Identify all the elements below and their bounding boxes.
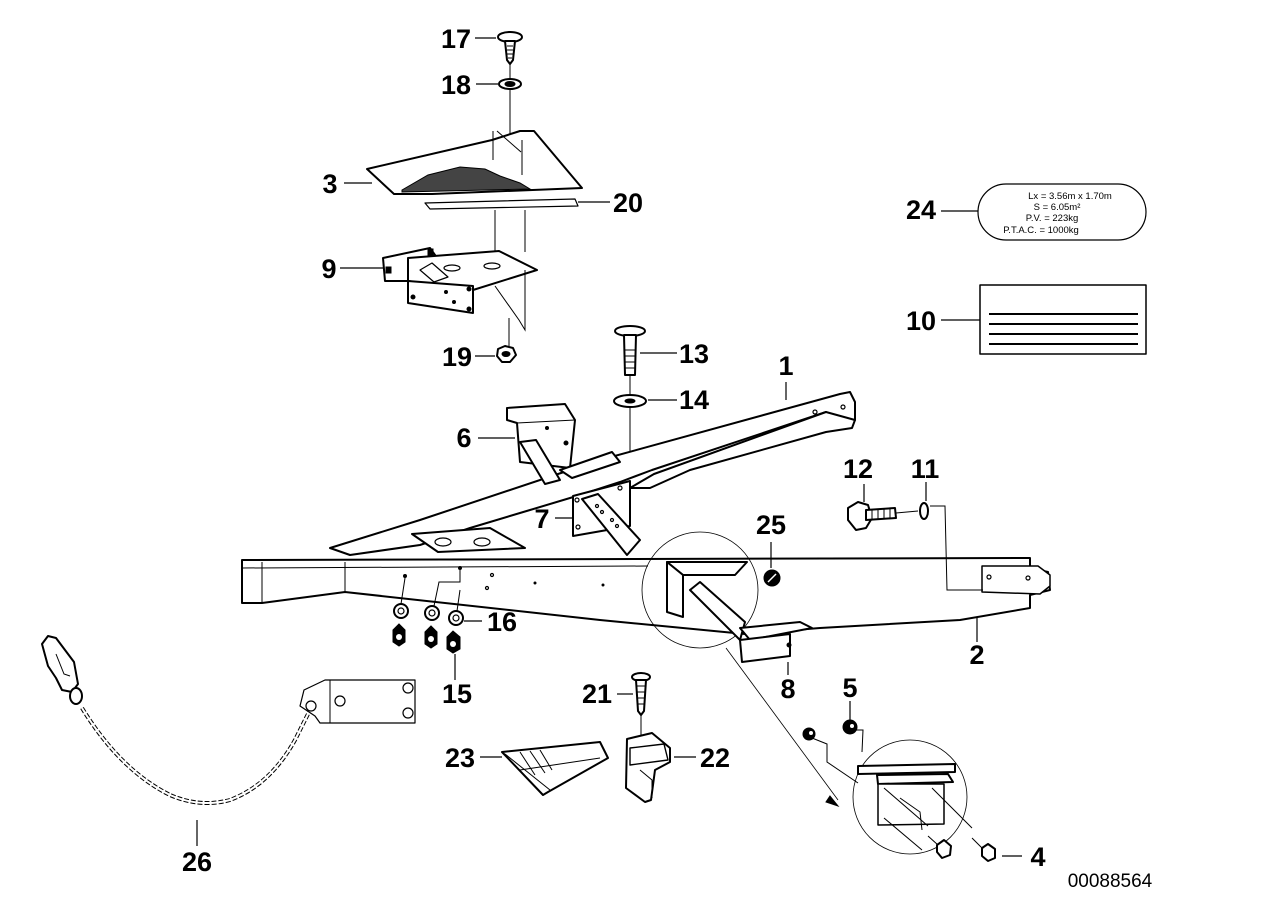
- part-13-bolt[interactable]: [614, 325, 646, 376]
- part-7-bracket[interactable]: [572, 480, 641, 556]
- part-2-frame-beam[interactable]: [241, 557, 1051, 635]
- part-10-label-plate[interactable]: [979, 284, 1147, 355]
- detail-inset: [725, 647, 973, 855]
- callout-19: 19: [442, 342, 472, 372]
- callout-12: 12: [843, 454, 873, 484]
- part-12-hex-bolt[interactable]: [847, 501, 897, 531]
- callout-2: 2: [969, 640, 984, 670]
- callout-15: 15: [442, 679, 472, 709]
- spec-line-4: P.T.A.C. = 1000kg: [1003, 225, 1079, 236]
- callout-16: 16: [487, 607, 517, 637]
- callout-22: 22: [700, 743, 730, 773]
- callout-17: 17: [441, 24, 471, 54]
- part-21-screw[interactable]: [631, 672, 651, 716]
- part-20-strip[interactable]: [424, 198, 579, 210]
- part-26-safety-chain[interactable]: [41, 635, 416, 806]
- document-number: 00088564: [1068, 871, 1153, 892]
- part-5-nuts[interactable]: [802, 719, 858, 741]
- callout-24: 24: [906, 195, 936, 225]
- part-24-spec-plate[interactable]: Lx = 3.56m x 1.70m S = 6.05m² P.V. = 223…: [977, 183, 1147, 241]
- frame-inner-plate: [411, 527, 526, 553]
- callout-5: 5: [842, 673, 857, 703]
- callout-7: 7: [534, 504, 549, 534]
- part-25-grommet[interactable]: [763, 569, 781, 587]
- callout-3: 3: [322, 169, 337, 199]
- part-3-cover-plate[interactable]: [366, 130, 583, 195]
- callout-26: 26: [182, 847, 212, 877]
- part-14-washer[interactable]: [613, 394, 647, 408]
- callout-14: 14: [679, 385, 709, 415]
- leader-lines: [196, 37, 1022, 857]
- part-1-drawbar-rail[interactable]: [329, 391, 856, 556]
- part-6-crossmember[interactable]: [506, 403, 621, 485]
- spec-line-2: S = 6.05m²: [1034, 202, 1081, 213]
- callout-18: 18: [441, 70, 471, 100]
- part-23-wheel-chock[interactable]: [501, 741, 609, 796]
- callout-9: 9: [321, 254, 336, 284]
- callout-6: 6: [456, 423, 471, 453]
- part-18-washer[interactable]: [498, 78, 522, 90]
- callout-4: 4: [1030, 842, 1045, 872]
- callout-1: 1: [778, 351, 793, 381]
- part-4-bolts[interactable]: [927, 835, 996, 862]
- part-11-washer[interactable]: [919, 502, 929, 520]
- part-17-screw[interactable]: [497, 31, 523, 65]
- callout-23: 23: [445, 743, 475, 773]
- part-16-washers[interactable]: [393, 603, 464, 626]
- callout-25: 25: [756, 510, 786, 540]
- rear-bracket-detail: [641, 531, 813, 663]
- callout-20: 20: [613, 188, 643, 218]
- callout-10: 10: [906, 306, 936, 336]
- part-22-holder[interactable]: [625, 732, 671, 803]
- callout-8: 8: [780, 674, 795, 704]
- spec-line-1: Lx = 3.56m x 1.70m: [1028, 191, 1112, 202]
- part-15-bolts[interactable]: [392, 623, 461, 654]
- callout-11: 11: [911, 454, 940, 484]
- part-19-nut[interactable]: [496, 345, 517, 363]
- callout-13: 13: [679, 339, 709, 369]
- callout-21: 21: [582, 679, 612, 709]
- spec-line-3: P.V. = 223kg: [1026, 213, 1079, 224]
- part-9-bracket[interactable]: [382, 247, 538, 332]
